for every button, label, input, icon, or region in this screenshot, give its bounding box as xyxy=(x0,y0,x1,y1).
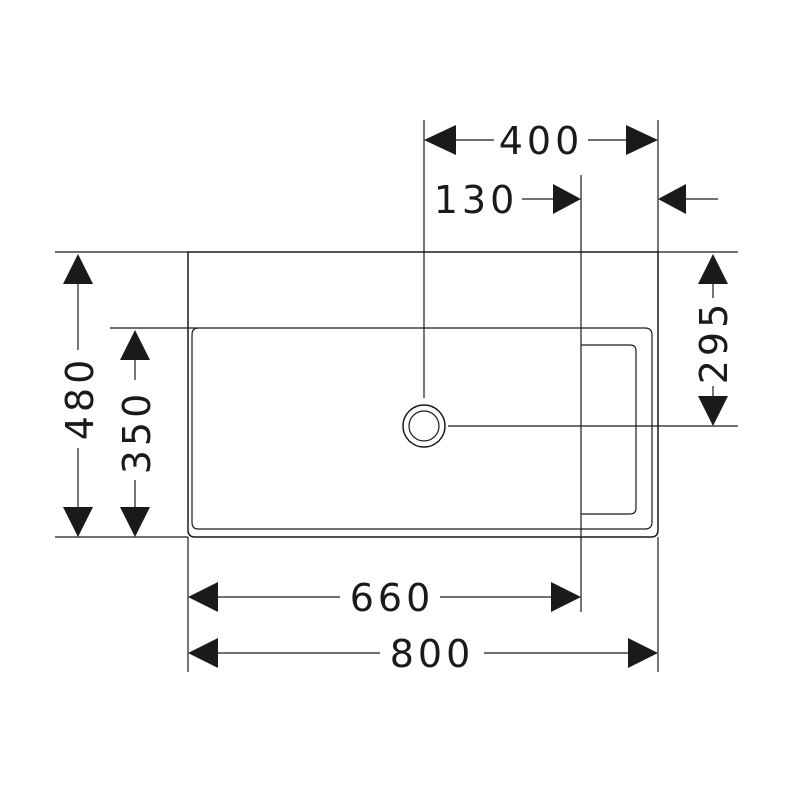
basin-outline xyxy=(187,175,659,612)
dimension-400: 400 xyxy=(424,119,658,163)
dimension-label-660: 660 xyxy=(350,576,435,620)
dimension-label-480: 480 xyxy=(58,356,102,441)
dimension-350: 350 xyxy=(115,330,159,537)
extension-lines xyxy=(55,120,738,672)
dimension-130: 130 xyxy=(434,178,718,222)
dimension-660: 660 xyxy=(188,576,581,620)
dimension-480: 480 xyxy=(58,254,102,537)
dimension-800: 800 xyxy=(188,632,658,676)
dimension-label-130: 130 xyxy=(434,178,519,222)
dimension-label-350: 350 xyxy=(115,390,159,475)
dimension-label-400: 400 xyxy=(499,119,584,163)
drain-icon xyxy=(402,404,446,448)
dimension-label-295: 295 xyxy=(692,300,736,385)
dimension-label-800: 800 xyxy=(390,632,475,676)
dimension-295: 295 xyxy=(692,254,736,426)
